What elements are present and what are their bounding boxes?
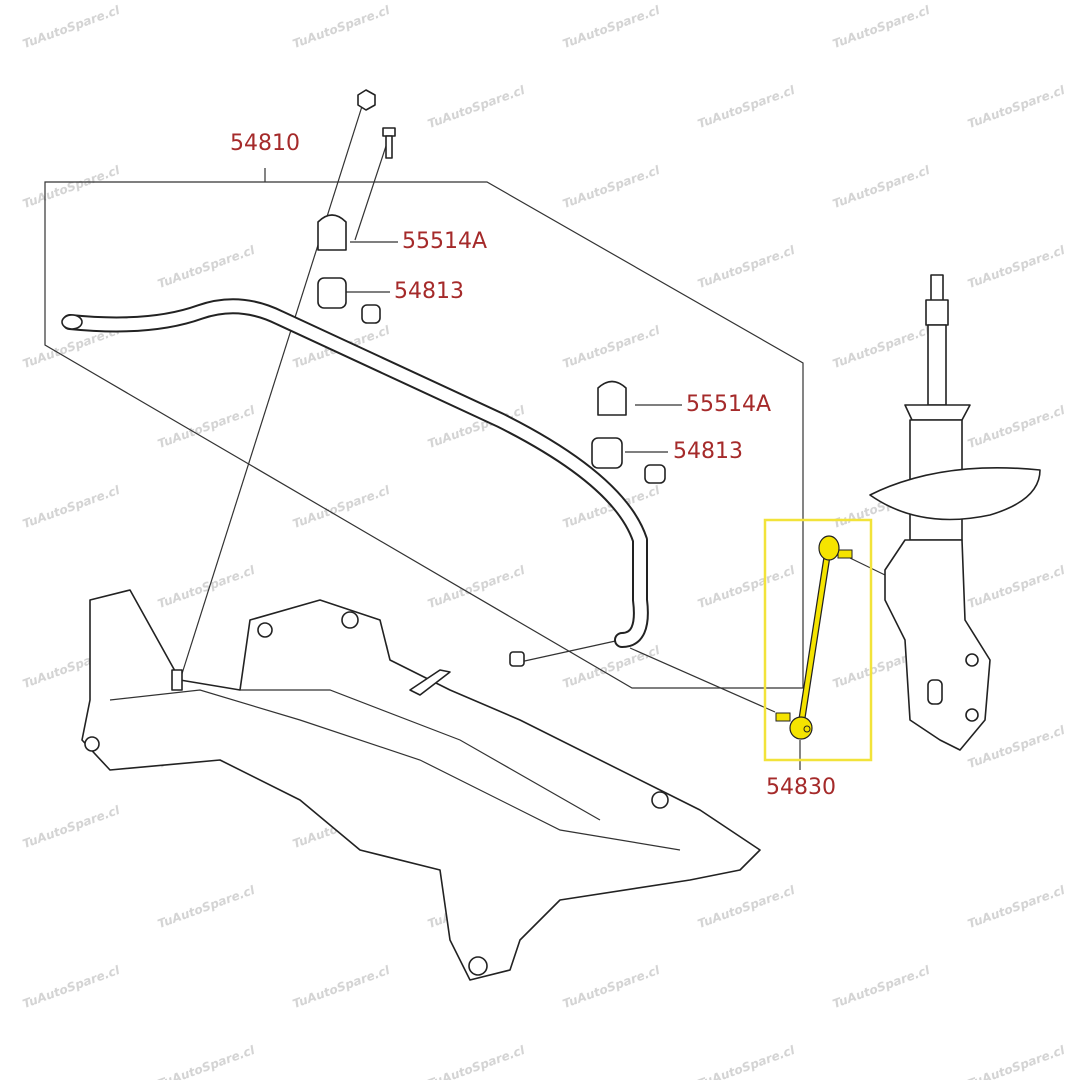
strut-assembly (869, 274, 1041, 751)
bushing-left (317, 277, 347, 309)
highlight-box (763, 518, 873, 762)
nut-icon (509, 651, 525, 667)
mount-hole (468, 956, 488, 976)
bushing-clamp-right (597, 380, 627, 416)
part-label-54813-left[interactable]: 54813 (394, 279, 464, 304)
bushing-collar-left (361, 304, 381, 324)
stabilizer-link (775, 535, 853, 740)
part-label-54830[interactable]: 54830 (766, 775, 836, 800)
bushing-collar-right (644, 464, 666, 484)
assembly-frame (44, 168, 804, 689)
leader-line (354, 139, 389, 241)
stabilizer-bar-fill (64, 300, 647, 646)
bushing-right (591, 437, 623, 469)
mount-hole (257, 622, 273, 638)
subframe-detail (109, 689, 681, 851)
subframe-detail (240, 689, 601, 821)
bolt-icon (382, 127, 396, 159)
bar-end-eye (61, 314, 83, 330)
bracket (409, 669, 451, 696)
part-label-54813-right[interactable]: 54813 (673, 439, 743, 464)
mount-hole (341, 611, 359, 629)
part-label-54810[interactable]: 54810 (230, 131, 300, 156)
leader-line (519, 639, 621, 663)
mount-hole (651, 791, 669, 809)
bushing-clamp-left (317, 214, 347, 251)
mount-hole (84, 736, 100, 752)
part-label-55514a-left[interactable]: 55514A (402, 229, 488, 254)
leader-line (849, 557, 886, 576)
locating-pin (171, 669, 183, 691)
part-label-55514a-right[interactable]: 55514A (686, 392, 772, 417)
leader-line (179, 99, 365, 681)
front-subframe (81, 589, 761, 981)
nut-icon (357, 89, 376, 111)
leader-line (629, 647, 776, 713)
